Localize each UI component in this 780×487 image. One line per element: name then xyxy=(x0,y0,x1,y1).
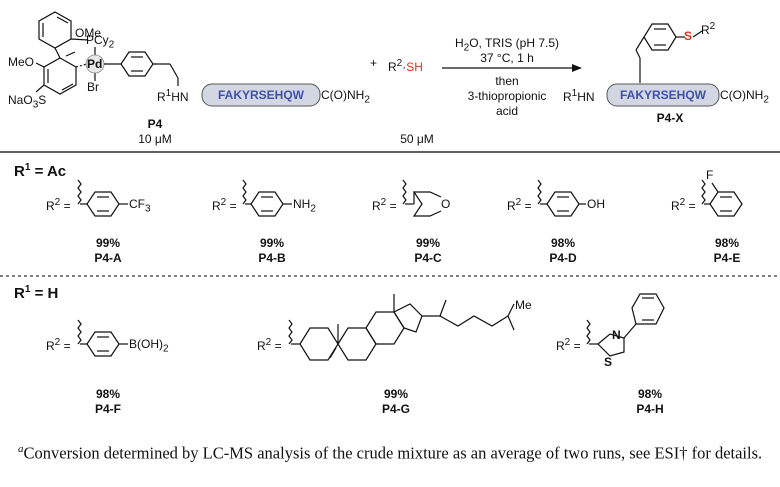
substituent-C-ring xyxy=(412,191,442,217)
catalyst-name: P4 xyxy=(147,117,163,131)
conversion-B: 99% xyxy=(259,236,285,250)
footnote: aConversion determined by LC-MS analysis… xyxy=(18,443,763,463)
catalyst-aryl-ring-upper xyxy=(38,11,72,49)
product-aryl-ring xyxy=(643,23,677,51)
r2-label-B: R2 = xyxy=(212,197,237,213)
compound-F: P4-F xyxy=(94,402,121,416)
section-h-title: R1 = H xyxy=(14,284,59,302)
r2-label-C: R2 = xyxy=(372,197,397,213)
substituent-C-group: O xyxy=(441,197,451,211)
conversion-D: 98% xyxy=(550,236,576,250)
conversion-H: 98% xyxy=(637,387,663,401)
compound-H: P4-H xyxy=(636,402,664,416)
substituent-F-group: B(OH)2 xyxy=(129,337,169,355)
conversion-F: 98% xyxy=(95,387,121,401)
steroid-ring-C xyxy=(365,311,405,345)
substituent-H-phenyl xyxy=(631,293,665,325)
catalyst-peptide-sequence: FAKYRSEHQW xyxy=(217,88,304,102)
product-sulfur-label: S xyxy=(684,29,693,43)
catalyst-cterm-label: C(O)NH2 xyxy=(321,88,370,106)
conversion-C: 99% xyxy=(415,236,441,250)
meo-label: MeO xyxy=(8,55,35,69)
catalyst-aryl-ring-lower xyxy=(43,57,77,95)
substituent-E-group: F xyxy=(706,168,714,182)
r2-label-D: R2 = xyxy=(507,197,532,213)
r2-label-E: R2 = xyxy=(671,197,696,213)
substituent-A-group: CF3 xyxy=(129,197,151,215)
substituent-D-ring xyxy=(546,191,580,217)
condition-line-4: 3-thiopropionic xyxy=(467,89,547,103)
sulfonate-label: NaO3S xyxy=(8,93,47,111)
condition-line-3: then xyxy=(495,74,519,88)
conversion-A: 99% xyxy=(95,236,121,250)
palladium-label: Pd xyxy=(87,57,103,71)
ome-label-upper: OMe xyxy=(75,26,102,40)
r2-label-G: R2 = xyxy=(257,337,282,353)
substituent-H-nitrogen: N xyxy=(612,328,621,342)
phosphine-label: PCy2 xyxy=(86,33,115,51)
r2-label-A: R2 = xyxy=(46,197,71,213)
product-peptide-sequence: FAKYRSEHQW xyxy=(619,88,706,102)
thiol-concentration: 50 μM xyxy=(400,132,434,146)
steroid-ring-B xyxy=(337,327,377,361)
catalyst-concentration: 10 μM xyxy=(138,132,172,146)
steroid-ring-D xyxy=(393,303,423,333)
substituent-B-group: NH2 xyxy=(293,197,316,215)
catalyst-benzyl-ring xyxy=(120,51,154,77)
substituent-B-ring xyxy=(250,191,284,217)
plus-sign: + xyxy=(370,56,378,70)
compound-C: P4-C xyxy=(414,251,442,265)
substituent-H-thiazole xyxy=(597,333,625,357)
product-cterm-label: C(O)NH2 xyxy=(720,88,769,106)
product-r2-label: R2 xyxy=(701,21,716,37)
compound-E: P4-E xyxy=(713,251,741,265)
r2-label-H: R2 = xyxy=(556,337,581,353)
product-nterm-label: R1HN xyxy=(563,88,595,104)
condition-line-1: H2O, TRIS (pH 7.5) xyxy=(454,36,560,54)
compound-D: P4-D xyxy=(549,251,577,265)
substituent-D-group: OH xyxy=(587,197,605,211)
substituent-A-ring xyxy=(86,191,120,217)
condition-line-5: acid xyxy=(495,104,518,118)
thiol-reagent: R2·SH xyxy=(388,58,423,74)
substituent-G-methyl: Me xyxy=(515,298,532,312)
substituent-E-ring xyxy=(709,191,743,217)
condition-line-2: 37 °C, 1 h xyxy=(480,51,534,65)
product-name: P4-X xyxy=(656,111,684,125)
compound-A: P4-A xyxy=(94,251,122,265)
conversion-E: 98% xyxy=(714,236,740,250)
r2-label-F: R2 = xyxy=(46,337,71,353)
compound-G: P4-G xyxy=(381,402,410,416)
substituent-H-sulfur: S xyxy=(604,355,613,369)
bromide-label: Br xyxy=(87,80,99,94)
compound-B: P4-B xyxy=(258,251,286,265)
substituent-F-ring xyxy=(86,331,120,357)
catalyst-nterm-label: R1HN xyxy=(157,88,189,104)
section-ac-title: R1 = Ac xyxy=(14,162,67,180)
conversion-G: 99% xyxy=(383,387,409,401)
